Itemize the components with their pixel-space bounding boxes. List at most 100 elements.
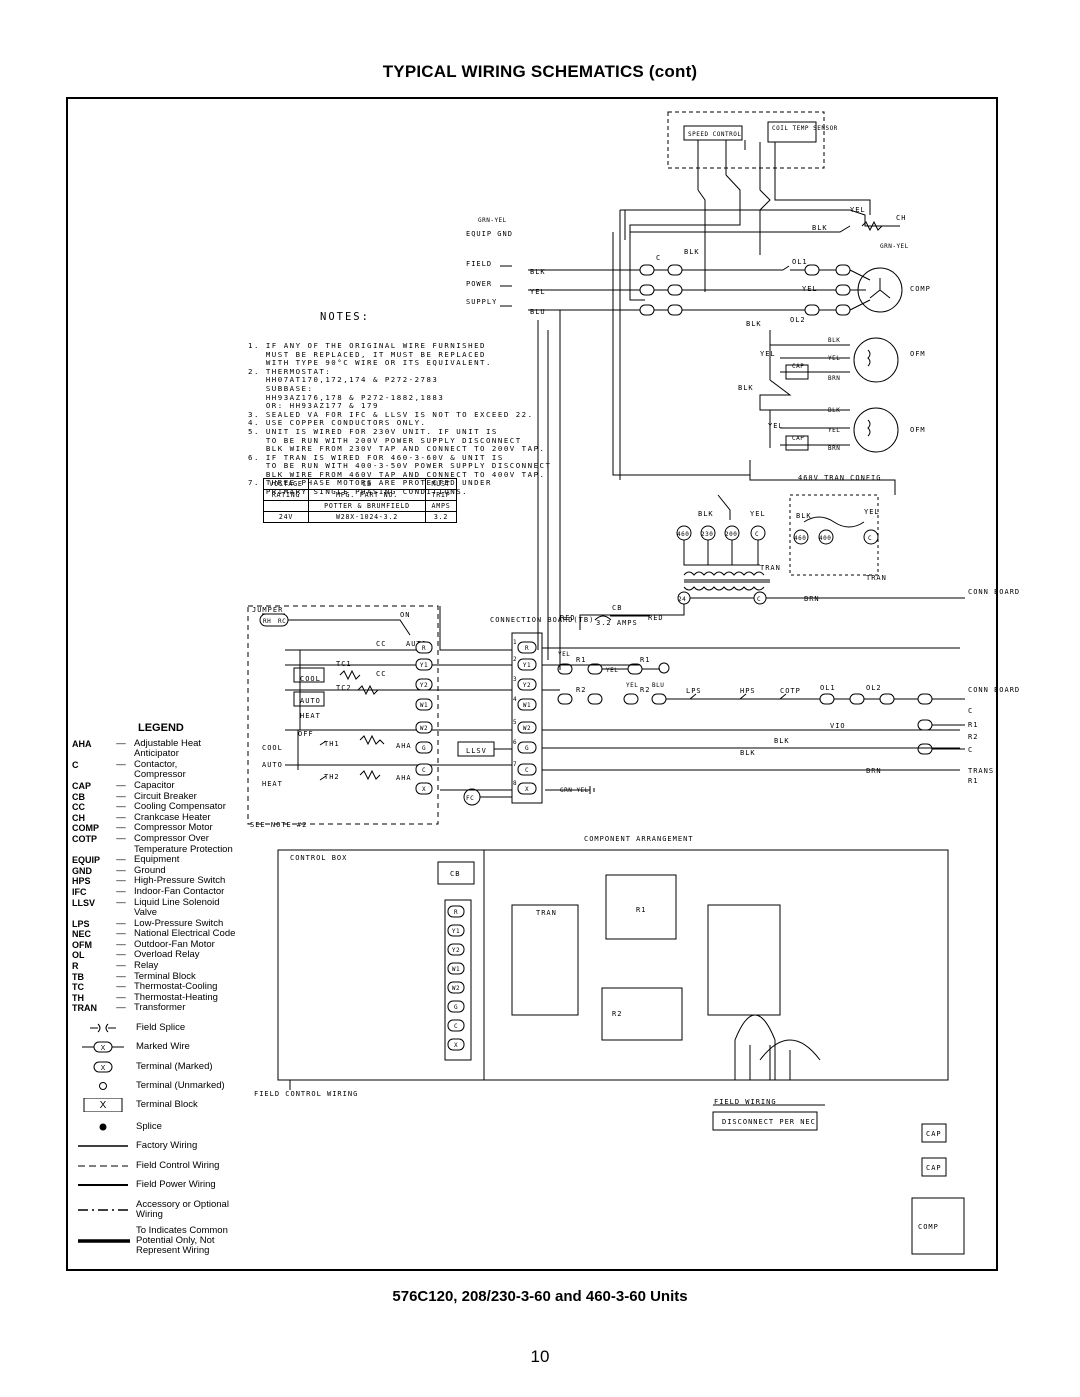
cool2-label: COOL xyxy=(262,744,283,752)
legend-def: Equipment xyxy=(134,854,180,866)
legend-abbr: TH xyxy=(72,992,84,1003)
terminal-unmarked-icon xyxy=(72,1079,134,1093)
legend-abbr xyxy=(72,845,108,856)
fc-label: FC xyxy=(466,795,474,802)
yel-comp-label: YEL xyxy=(802,285,818,293)
yel-r1-label: YEL xyxy=(606,667,618,674)
legend-abbr: GND xyxy=(72,865,92,876)
note-line: OR: HH93AZ177 & 179 xyxy=(248,401,379,411)
legend-def: Compressor Motor xyxy=(134,822,213,834)
thermostat-terminal-label: G xyxy=(422,745,426,752)
factory-wiring-icon xyxy=(72,1139,134,1153)
legend-item: Anticipator xyxy=(72,749,252,760)
brn-ofm1-label: BRN xyxy=(828,375,840,382)
thermostat-terminal xyxy=(415,641,433,654)
r2-box-label: R2 xyxy=(612,1010,622,1018)
thermostat-terminal xyxy=(415,698,433,711)
tb-terminal-number: 4 xyxy=(513,696,517,703)
note-line: HH93AZ176,178 & P272-1882,1883 xyxy=(248,392,445,402)
note-line: TO BE RUN WITH 200V POWER SUPPLY DISCONN… xyxy=(248,435,522,445)
aha2-label: AHA xyxy=(396,774,412,782)
tran-label: TRAN xyxy=(760,564,781,572)
legend-symbol: Field Splice xyxy=(72,1021,262,1035)
legend-def: Indoor-Fan Contactor xyxy=(134,885,225,897)
tb-terminal xyxy=(517,763,537,776)
yel-tb-label: YEL xyxy=(558,651,570,658)
cb-table-cell: CB xyxy=(308,478,426,490)
schematic-frame xyxy=(66,97,998,1271)
blk-ol2-label: BLK xyxy=(746,320,762,328)
thermostat-terminal-label: Y2 xyxy=(420,682,428,689)
comp-box-label: COMP xyxy=(918,1223,939,1231)
legend-symbol: Splice xyxy=(72,1120,262,1134)
legend-item: COMP—Compressor Motor xyxy=(72,823,252,834)
thermostat-terminal-label: X xyxy=(422,786,426,793)
rh-label: RH xyxy=(263,618,271,625)
brn-tran-label: BRN xyxy=(804,595,820,603)
tap460-400: 400 xyxy=(819,535,831,542)
legend-item: Temperature Protection xyxy=(72,843,252,856)
control-box-terminal xyxy=(447,1019,465,1032)
legend-item: GND—Ground xyxy=(72,865,252,877)
legend-item: COTP—Compressor Over xyxy=(72,833,252,845)
control-box-terminal-label: G xyxy=(454,1004,458,1011)
legend-dash: — xyxy=(116,917,126,929)
legend-symbol: Accessory or Optional Wiring xyxy=(72,1200,262,1220)
legend-def: Temperature Protection xyxy=(134,843,233,855)
field-wiring-label: FIELD WIRING xyxy=(714,1098,777,1106)
yel-460-label: YEL xyxy=(864,508,880,516)
legend-def: Valve xyxy=(134,907,158,919)
tc2-label: TC2 xyxy=(336,684,352,692)
legend-item: AHA—Adjustable Heat xyxy=(72,738,252,750)
legend-def: Crankcase Heater xyxy=(134,811,211,823)
ofm2-label: OFM xyxy=(910,426,926,434)
legend-dash: — xyxy=(116,822,126,834)
notes-block: NOTES: 1. IF ANY OF THE ORIGINAL WIRE FU… xyxy=(248,296,551,505)
legend-dash: — xyxy=(116,928,126,940)
note-line: 1. IF ANY OF THE ORIGINAL WIRE FURNISHED xyxy=(248,340,486,350)
yel-ofm1b-label: YEL xyxy=(828,355,840,362)
r2-right-label: R2 xyxy=(968,733,978,741)
ol2-label: OL2 xyxy=(790,316,806,324)
thermostat-terminal xyxy=(415,763,433,776)
cap2-label: CAP xyxy=(792,435,804,442)
thermostat-terminal-label: Y1 xyxy=(420,662,428,669)
legend-def: High-Pressure Switch xyxy=(134,875,226,887)
tran-box-label: TRAN xyxy=(536,909,557,917)
yel-top-label: YEL xyxy=(850,206,866,214)
control-box-terminal-label: X xyxy=(454,1042,458,1049)
grn-yel-top-label: GRN-YEL xyxy=(478,217,507,224)
blk-top-label: BLK xyxy=(812,224,828,232)
note-line: 5. UNIT IS WIRED FOR 230V UNIT. IF UNIT … xyxy=(248,426,498,436)
component-arrangement-label: COMPONENT ARRANGEMENT xyxy=(584,835,694,843)
legend-dash: — xyxy=(116,875,126,887)
yel-ofm2-label: YEL xyxy=(768,422,784,430)
tb-terminal xyxy=(517,741,537,754)
legend-dash: — xyxy=(116,758,126,770)
control-box-terminal-label: Y2 xyxy=(452,947,460,954)
comp-label: COMP xyxy=(910,285,931,293)
legend-heading: LEGEND xyxy=(138,722,184,734)
thermostat-terminal-label: W2 xyxy=(420,725,428,732)
legend-def: Overload Relay xyxy=(134,949,200,961)
legend-symbol-label: Terminal (Marked) xyxy=(136,1061,213,1072)
control-box-terminal xyxy=(447,1000,465,1013)
legend-dash: — xyxy=(116,801,126,813)
control-box-terminal xyxy=(447,981,465,994)
yel-ofm1-label: YEL xyxy=(760,350,776,358)
legend-symbol: Terminal (Unmarked) xyxy=(72,1079,262,1093)
blk-ofm1-label: BLK xyxy=(828,337,840,344)
tb-terminal-number: 2 xyxy=(513,656,517,663)
legend-abbr: CAP xyxy=(72,780,92,791)
legend-def: Anticipator xyxy=(134,748,179,760)
heat2-label: HEAT xyxy=(262,780,283,788)
tap460-460: 460 xyxy=(794,535,806,542)
auto2-label: AUTO xyxy=(300,697,321,705)
note-line: 6. IF TRAN IS WIRED FOR 460-3-60V & UNIT… xyxy=(248,452,504,462)
blk-tran-label: BLK xyxy=(698,510,714,518)
equip-gnd-label: EQUIP GND xyxy=(466,230,513,238)
cb-table-cell xyxy=(263,500,309,512)
